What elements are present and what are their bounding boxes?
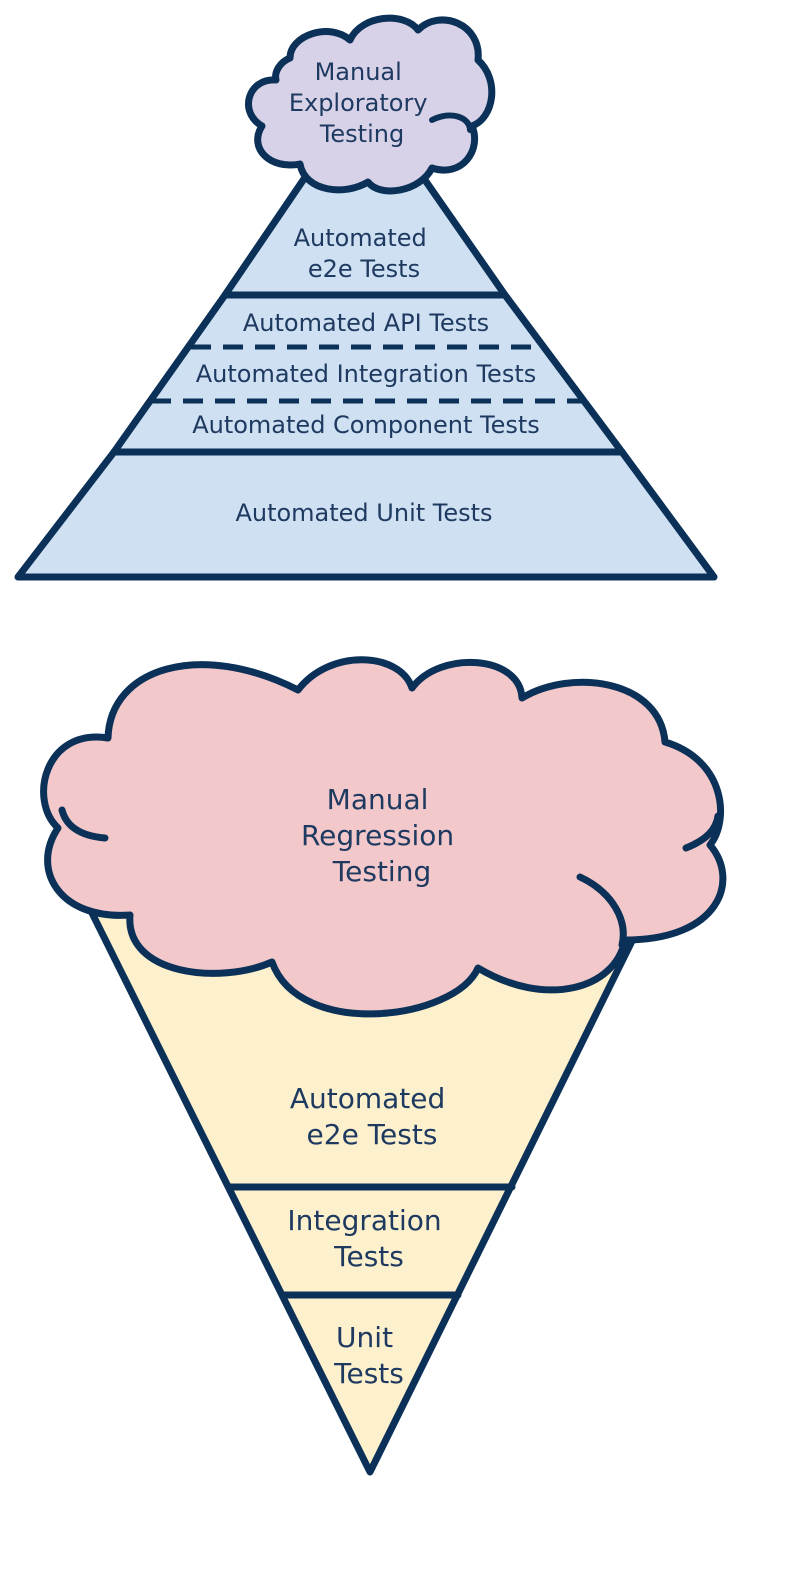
regression-label-line3: Testing — [332, 855, 431, 888]
exploratory-label: Manual Exploratory Testing — [289, 58, 435, 148]
cone-integration-label-line1: Integration — [287, 1204, 441, 1237]
exploratory-testing-cloud — [245, 14, 496, 195]
pyramid-integration-label: Automated Integration Tests — [196, 360, 537, 388]
ice-cream-cone: Manual Regression Testing Automated e2e … — [40, 656, 727, 1476]
pyramid-component-label: Automated Component Tests — [192, 411, 540, 439]
pyramid-unit-label: Automated Unit Tests — [235, 499, 492, 527]
cone-unit-label-line1: Unit — [336, 1321, 393, 1354]
cone-integration-label-line2: Tests — [333, 1240, 404, 1273]
regression-cloud-inner-curl-top-right — [682, 812, 722, 852]
regression-testing-cloud — [40, 656, 727, 1018]
cone-integration-label: Integration Tests — [287, 1204, 450, 1273]
test-pyramid: Manual Exploratory Testing Automated e2e… — [14, 14, 718, 581]
regression-label-line2: Regression — [301, 819, 454, 852]
cone-unit-label-line2: Tests — [333, 1357, 404, 1390]
cone-e2e-label: Automated e2e Tests — [290, 1082, 454, 1151]
regression-label: Manual Regression Testing — [301, 783, 463, 888]
exploratory-label-line2: Exploratory — [289, 89, 428, 117]
pyramid-e2e-label: Automated e2e Tests — [294, 224, 435, 283]
exploratory-cloud-inner-curl — [429, 112, 473, 133]
pyramid-api-label: Automated API Tests — [243, 309, 489, 337]
cone-unit-label: Unit Tests — [333, 1321, 404, 1390]
regression-cloud-inner-curl-right — [576, 873, 627, 949]
pyramid-e2e-label-line1: Automated — [294, 224, 427, 252]
regression-label-line1: Manual — [327, 783, 429, 816]
exploratory-label-line1: Manual — [315, 58, 402, 86]
pyramid-e2e-label-line2: e2e Tests — [308, 255, 420, 283]
exploratory-label-line3: Testing — [319, 120, 404, 148]
regression-cloud-inner-curl-left — [58, 806, 109, 842]
cone-e2e-label-line2: e2e Tests — [307, 1118, 438, 1151]
cone-e2e-label-line1: Automated — [290, 1082, 445, 1115]
